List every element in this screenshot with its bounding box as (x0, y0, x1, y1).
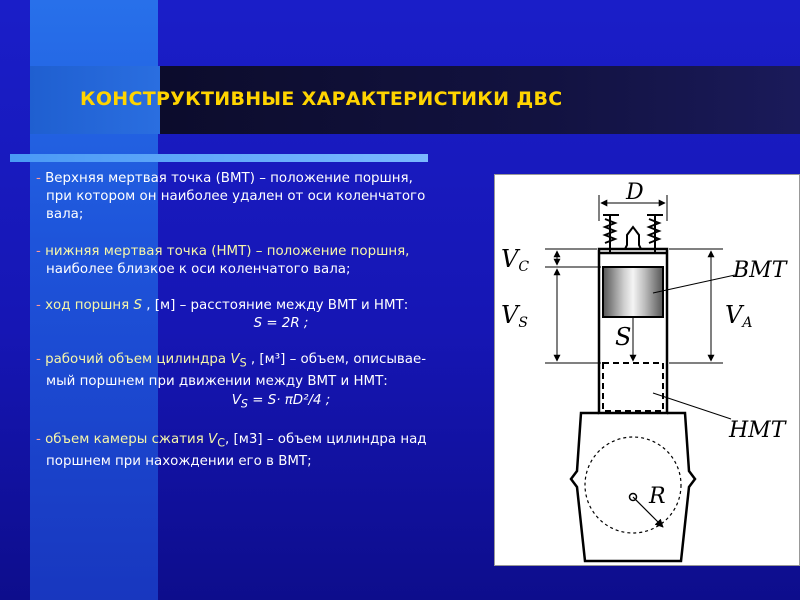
formula-vs-symbol: V (231, 392, 241, 408)
definition-bmt-line3: вала; (46, 207, 84, 223)
definition-hmt-line1: нижняя мертвая точка (НМТ) – положение п… (45, 243, 410, 259)
definition-working-volume-suffix: , [м³] – объем, описывае- (246, 352, 427, 368)
definition-hmt-line2: наиболее близкое к оси коленчатого вала; (46, 261, 351, 277)
definition-stroke-suffix: , [м] – расстояние между ВМТ и НМТ: (142, 298, 409, 314)
definition-stroke-symbol: S (133, 298, 143, 314)
definition-hmt: - нижняя мертвая точка (НМТ) – положение… (36, 243, 496, 279)
title-bar (160, 66, 800, 134)
definition-working-volume-sub: S (239, 357, 247, 371)
definition-working-volume-prefix: рабочий объем цилиндра (45, 352, 231, 368)
bullet-dash: - (36, 352, 46, 368)
engine-diagram: D R VC VS (494, 174, 800, 566)
label-hmt: НМТ (728, 418, 788, 443)
crank-radius-arrow (632, 496, 664, 528)
definition-working-volume-line2: мый поршнем при движении между ВМТ и НМТ… (46, 374, 388, 390)
crankcase (569, 411, 697, 563)
label-d: D (625, 180, 644, 205)
label-vs: VS (501, 301, 528, 331)
definition-bmt: - Верхняя мертвая точка (ВМТ) – положени… (36, 170, 496, 225)
piston-at-tdc (602, 266, 664, 318)
engine-diagram-svg: D R VC VS (501, 180, 789, 563)
definition-compression-chamber: - объем камеры сжатия VC, [м3] – объем ц… (36, 431, 496, 471)
definition-compression-suffix: , [м3] – объем цилиндра над (224, 432, 427, 448)
definition-stroke: - ход поршня S , [м] – расстояние между … (36, 297, 496, 333)
title-underline (10, 154, 428, 162)
label-s: S (615, 323, 631, 351)
crank-circle (584, 436, 682, 534)
definition-bmt-line1: Верхняя мертвая точка (ВМТ) – положение … (45, 171, 413, 186)
piston-at-bdc (602, 362, 664, 412)
label-vc: VC (501, 245, 529, 275)
spark-plug-icon (623, 225, 643, 250)
definition-compression-symbol: V (208, 432, 218, 448)
formula-working-volume: VS = S· πD²/4 ; (36, 392, 496, 414)
definition-compression-prefix: объем камеры сжатия (45, 432, 209, 448)
definition-compression-sub: C (217, 437, 225, 451)
valve-springs (602, 214, 663, 253)
bullet-dash: - (36, 171, 46, 186)
title-bar-accent (30, 66, 160, 134)
leader-hmt (652, 392, 732, 420)
cylinder-walls (597, 247, 669, 415)
leader-bmt (652, 274, 736, 294)
bullet-dash: - (36, 432, 46, 448)
definition-compression-line2: поршнем при нахождении его в ВМТ; (46, 454, 312, 470)
slide-title: КОНСТРУКТИВНЫЕ ХАРАКТЕРИСТИКИ ДВС (80, 88, 563, 110)
formula-stroke: S = 2R ; (253, 316, 309, 332)
definition-bmt-line2: при котором он наиболее удален от оси ко… (46, 189, 426, 205)
bullet-dash: - (36, 243, 46, 259)
label-bmt: ВМТ (732, 258, 789, 283)
label-va: VA (725, 301, 752, 331)
definition-stroke-prefix: ход поршня (45, 298, 134, 314)
definition-working-volume: - рабочий объем цилиндра VS , [м³] – объ… (36, 351, 496, 413)
definitions-list: - Верхняя мертвая точка (ВМТ) – положени… (36, 170, 496, 489)
formula-vs-sub: S (240, 397, 248, 411)
definition-working-volume-symbol: V (230, 352, 240, 368)
formula-vs-rhs: = S· πD²/4 ; (247, 392, 331, 408)
bullet-dash: - (36, 298, 46, 314)
label-r: R (648, 484, 666, 509)
